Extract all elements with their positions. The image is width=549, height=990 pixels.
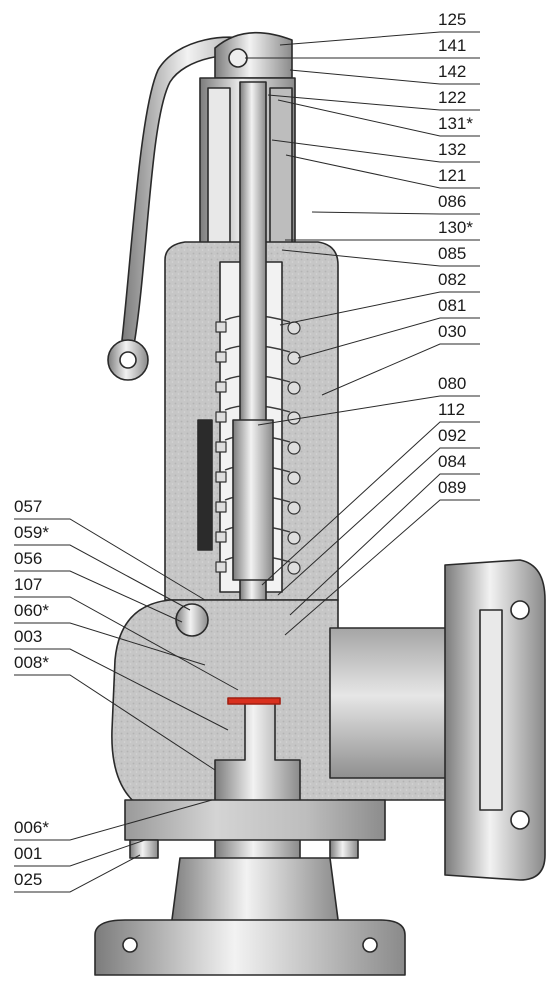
nameplate [197,419,213,551]
part-label-right: 141 [438,36,467,55]
part-label-left: 059* [14,523,49,542]
part-label-left: 008* [14,653,49,672]
leader-001 [14,839,146,867]
leader-081 [297,317,480,359]
leader-030 [321,343,480,396]
leader-082 [279,291,480,326]
leader-142 [289,69,480,85]
leader-125 [279,31,480,46]
leader-086 [311,211,480,215]
leader-lines [14,31,480,893]
leader-085 [281,249,480,267]
part-label-right: 112 [438,400,466,419]
leader-089 [284,499,480,636]
leader-006 [14,799,213,841]
leader-056 [14,570,183,623]
part-label-left: 107 [14,575,43,594]
part-label-left: 006* [14,818,49,837]
part-label-left: 060* [14,601,49,620]
part-label-left: 057 [14,497,43,516]
part-label-right: 121 [438,166,467,185]
base-block [124,799,386,841]
leader-084 [289,473,480,616]
bolts [129,839,359,859]
leader-112 [261,421,480,586]
part-label-left: 001 [14,844,43,863]
leader-121 [285,154,480,189]
seal-ring [227,697,281,705]
part-label-right: 080 [438,374,467,393]
part-label-right: 130* [438,218,473,237]
leader-107 [14,596,239,691]
part-label-left: 056 [14,549,43,568]
leader-008 [14,674,216,771]
part-label-right: 092 [438,426,467,445]
part-label-right: 131* [438,114,473,133]
part-label-right: 082 [438,270,467,289]
leader-131 [277,99,480,137]
leader-059 [14,544,191,611]
part-label-left: 003 [14,627,43,646]
part-label-right: 125 [438,10,467,29]
leader-060 [14,622,206,666]
leader-057 [14,518,206,601]
cap-top [214,31,293,79]
leader-092 [277,447,480,596]
part-label-right: 084 [438,452,467,471]
part-label-right: 086 [438,192,467,211]
side-plug [175,603,209,637]
part-label-right: 122 [438,88,467,107]
part-label-right: 142 [438,62,467,81]
part-label-right: 081 [438,296,467,315]
leader-132 [271,139,480,163]
leader-122 [267,94,480,111]
part-label-left: 025 [14,870,43,889]
part-label-right: 089 [438,478,467,497]
leader-080 [257,395,480,426]
part-label-right: 132 [438,140,467,159]
inlet-flange [94,919,406,976]
valve-drawing [94,31,546,976]
leader-025 [14,854,141,893]
part-label-right: 030 [438,322,467,341]
leader-003 [14,648,229,731]
part-label-right: 085 [438,244,467,263]
